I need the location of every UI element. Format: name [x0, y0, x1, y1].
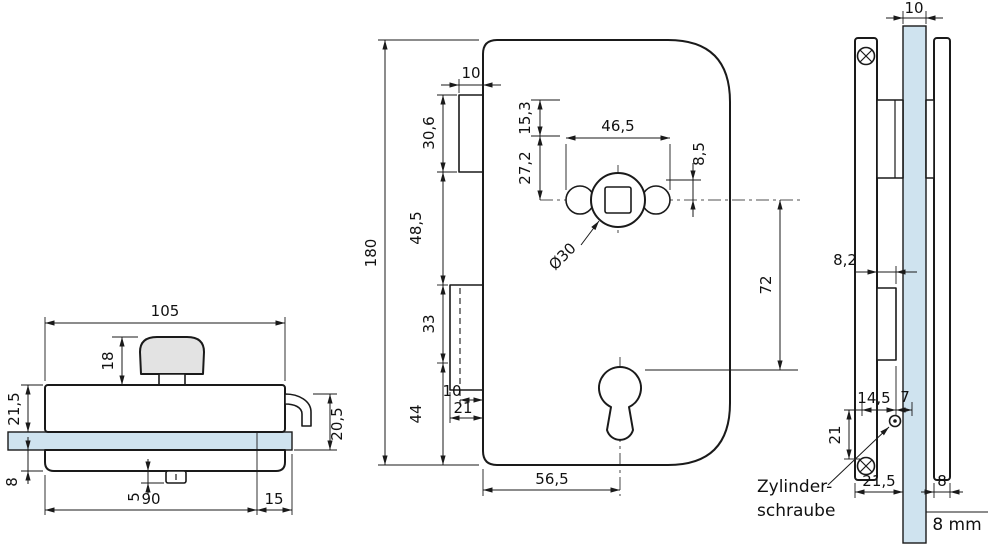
dim-14-5-label: 14,5: [857, 389, 890, 407]
glass-thickness-label: 8 mm: [932, 515, 981, 535]
faceplate-tab-lower: [449, 284, 484, 391]
dim-15-label: 15: [264, 490, 283, 508]
dim-21-5-bottom-label: 21,5: [862, 472, 895, 490]
dim-8-2: 8,2: [833, 251, 917, 284]
dim-15: 15: [257, 454, 293, 515]
dim-10-glass-label: 10: [904, 0, 923, 17]
dim-180-label: 180: [362, 239, 380, 268]
spindle-square-hole: [604, 186, 632, 214]
dim-21: 21: [449, 392, 483, 423]
dim-90: 90: [44, 432, 258, 515]
dim-21-label: 21: [453, 399, 472, 417]
dim-44-label: 44: [407, 404, 425, 423]
dim-7-label: 7: [900, 388, 910, 406]
dim-46-5: 46,5: [565, 117, 671, 190]
dim-105-label: 105: [151, 302, 180, 320]
dim-20-5-label: 20,5: [328, 407, 346, 440]
cover-plate-left: [854, 37, 878, 481]
dim-21-side-label: 21: [826, 425, 844, 444]
dim-chain-left: 30,6 48,5 33 44: [407, 94, 457, 465]
dim-21-5-left: 21,5: [5, 384, 43, 432]
dim-48-5-label: 48,5: [407, 211, 425, 244]
dim-56-5: 56,5: [482, 469, 620, 496]
dim-10-top: 10: [441, 64, 501, 93]
spacer-right: [925, 99, 935, 179]
dim-14-5-7: 14,5 7: [857, 366, 913, 416]
glass-pane-horizontal: [7, 431, 293, 451]
turn-knob: [139, 336, 205, 375]
dim-90-label: 90: [141, 490, 160, 508]
top-view: 105 18 21,5 8 5: [3, 302, 346, 515]
dim-72: 72: [645, 200, 798, 371]
dim-8-5-label: 8,5: [690, 142, 708, 166]
dim-105: 105: [44, 302, 286, 381]
note-glass-thickness: 8 mm: [926, 511, 988, 535]
knob-neck: [158, 373, 186, 386]
dim-10-bottom-label: 10: [442, 382, 461, 400]
dim-21-side: 21: [826, 409, 862, 460]
dim-15-3-label: 15,3: [516, 101, 534, 134]
cover-plate-right: [933, 37, 951, 481]
screw-cross-bottom-2: [859, 459, 873, 473]
dim-18-label: 18: [99, 351, 117, 370]
dim-10-bottom: 10: [442, 382, 483, 405]
dim-56-5-label: 56,5: [535, 470, 568, 488]
dim-21-5-left-label: 21,5: [5, 392, 23, 425]
dim-180: 180: [362, 39, 479, 466]
dim-20-5: 20,5: [294, 393, 346, 451]
rosette-lug-left: [565, 185, 595, 215]
cylinder-housing: [876, 287, 897, 361]
front-view: 180 10 30,6 48,5 33 44 10: [362, 39, 800, 496]
dim-8-bottom: 8: [921, 472, 963, 498]
euro-cylinder-keyhole: [598, 366, 642, 441]
dim-8-5: 8,5: [666, 142, 708, 217]
side-view: 10 8,2 14,5 7 21 21,5: [757, 0, 988, 544]
callout-line1: Zylinder-: [757, 477, 832, 497]
dim-8-left-label: 8: [3, 477, 21, 487]
screw-cross-top-2: [859, 49, 873, 63]
rosette-lug-right: [641, 185, 671, 215]
dim-27-2-label: 27,2: [516, 151, 534, 184]
lock-case: [482, 39, 731, 466]
dim-8-2-label: 8,2: [833, 251, 857, 269]
glass-pane-vertical: [902, 25, 927, 544]
callout-line2: schraube: [757, 501, 835, 521]
lock-housing-top: [44, 384, 286, 433]
follower-housing: [876, 99, 904, 179]
dim-5: 5: [125, 459, 164, 502]
dim-8-left: 8: [3, 437, 43, 487]
lock-housing-bottom: [44, 449, 286, 472]
dim-5-label: 5: [125, 492, 143, 502]
hook-latch: [284, 393, 312, 427]
dim-30-6-label: 30,6: [420, 116, 438, 149]
dim-72-label: 72: [757, 275, 775, 294]
dim-18: 18: [99, 336, 138, 385]
cylinder-screw-center: [893, 419, 897, 423]
faceplate-tab-upper: [458, 94, 484, 173]
dim-33-label: 33: [420, 314, 438, 333]
dim-10-top-label: 10: [461, 64, 480, 82]
dim-8-bottom-label: 8: [937, 472, 947, 490]
callout-zylinderschraube: Zylinder- schraube: [757, 426, 890, 521]
dim-46-5-label: 46,5: [601, 117, 634, 135]
dim-10-glass: 10: [886, 0, 943, 24]
dim-21-5-bottom: 21,5: [854, 472, 903, 498]
dim-15-3-27-2: 15,3 27,2: [516, 99, 560, 200]
